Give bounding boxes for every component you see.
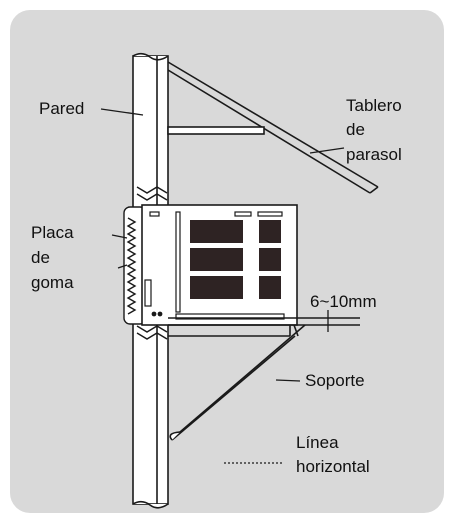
label-level-2: horizontal — [296, 457, 370, 476]
label-awning-1: Tablero — [346, 96, 402, 115]
label-gap: 6~10mm — [310, 292, 377, 311]
label-rubber-1: Placa — [31, 223, 74, 242]
ac-unit — [141, 204, 298, 326]
label-rubber-3: goma — [31, 273, 74, 292]
label-awning-2: de — [346, 120, 365, 139]
label-bracket: Soporte — [305, 371, 365, 390]
wall-joint-bottom — [136, 325, 168, 340]
label-level-1: Línea — [296, 433, 339, 452]
label-awning-3: parasol — [346, 145, 402, 164]
label-wall: Pared — [39, 99, 84, 118]
ac-vent-grille — [190, 220, 281, 299]
label-rubber-2: de — [31, 248, 50, 267]
leader-lines — [100, 108, 345, 382]
wall-joint-top — [136, 186, 168, 201]
awning-board — [167, 61, 379, 194]
